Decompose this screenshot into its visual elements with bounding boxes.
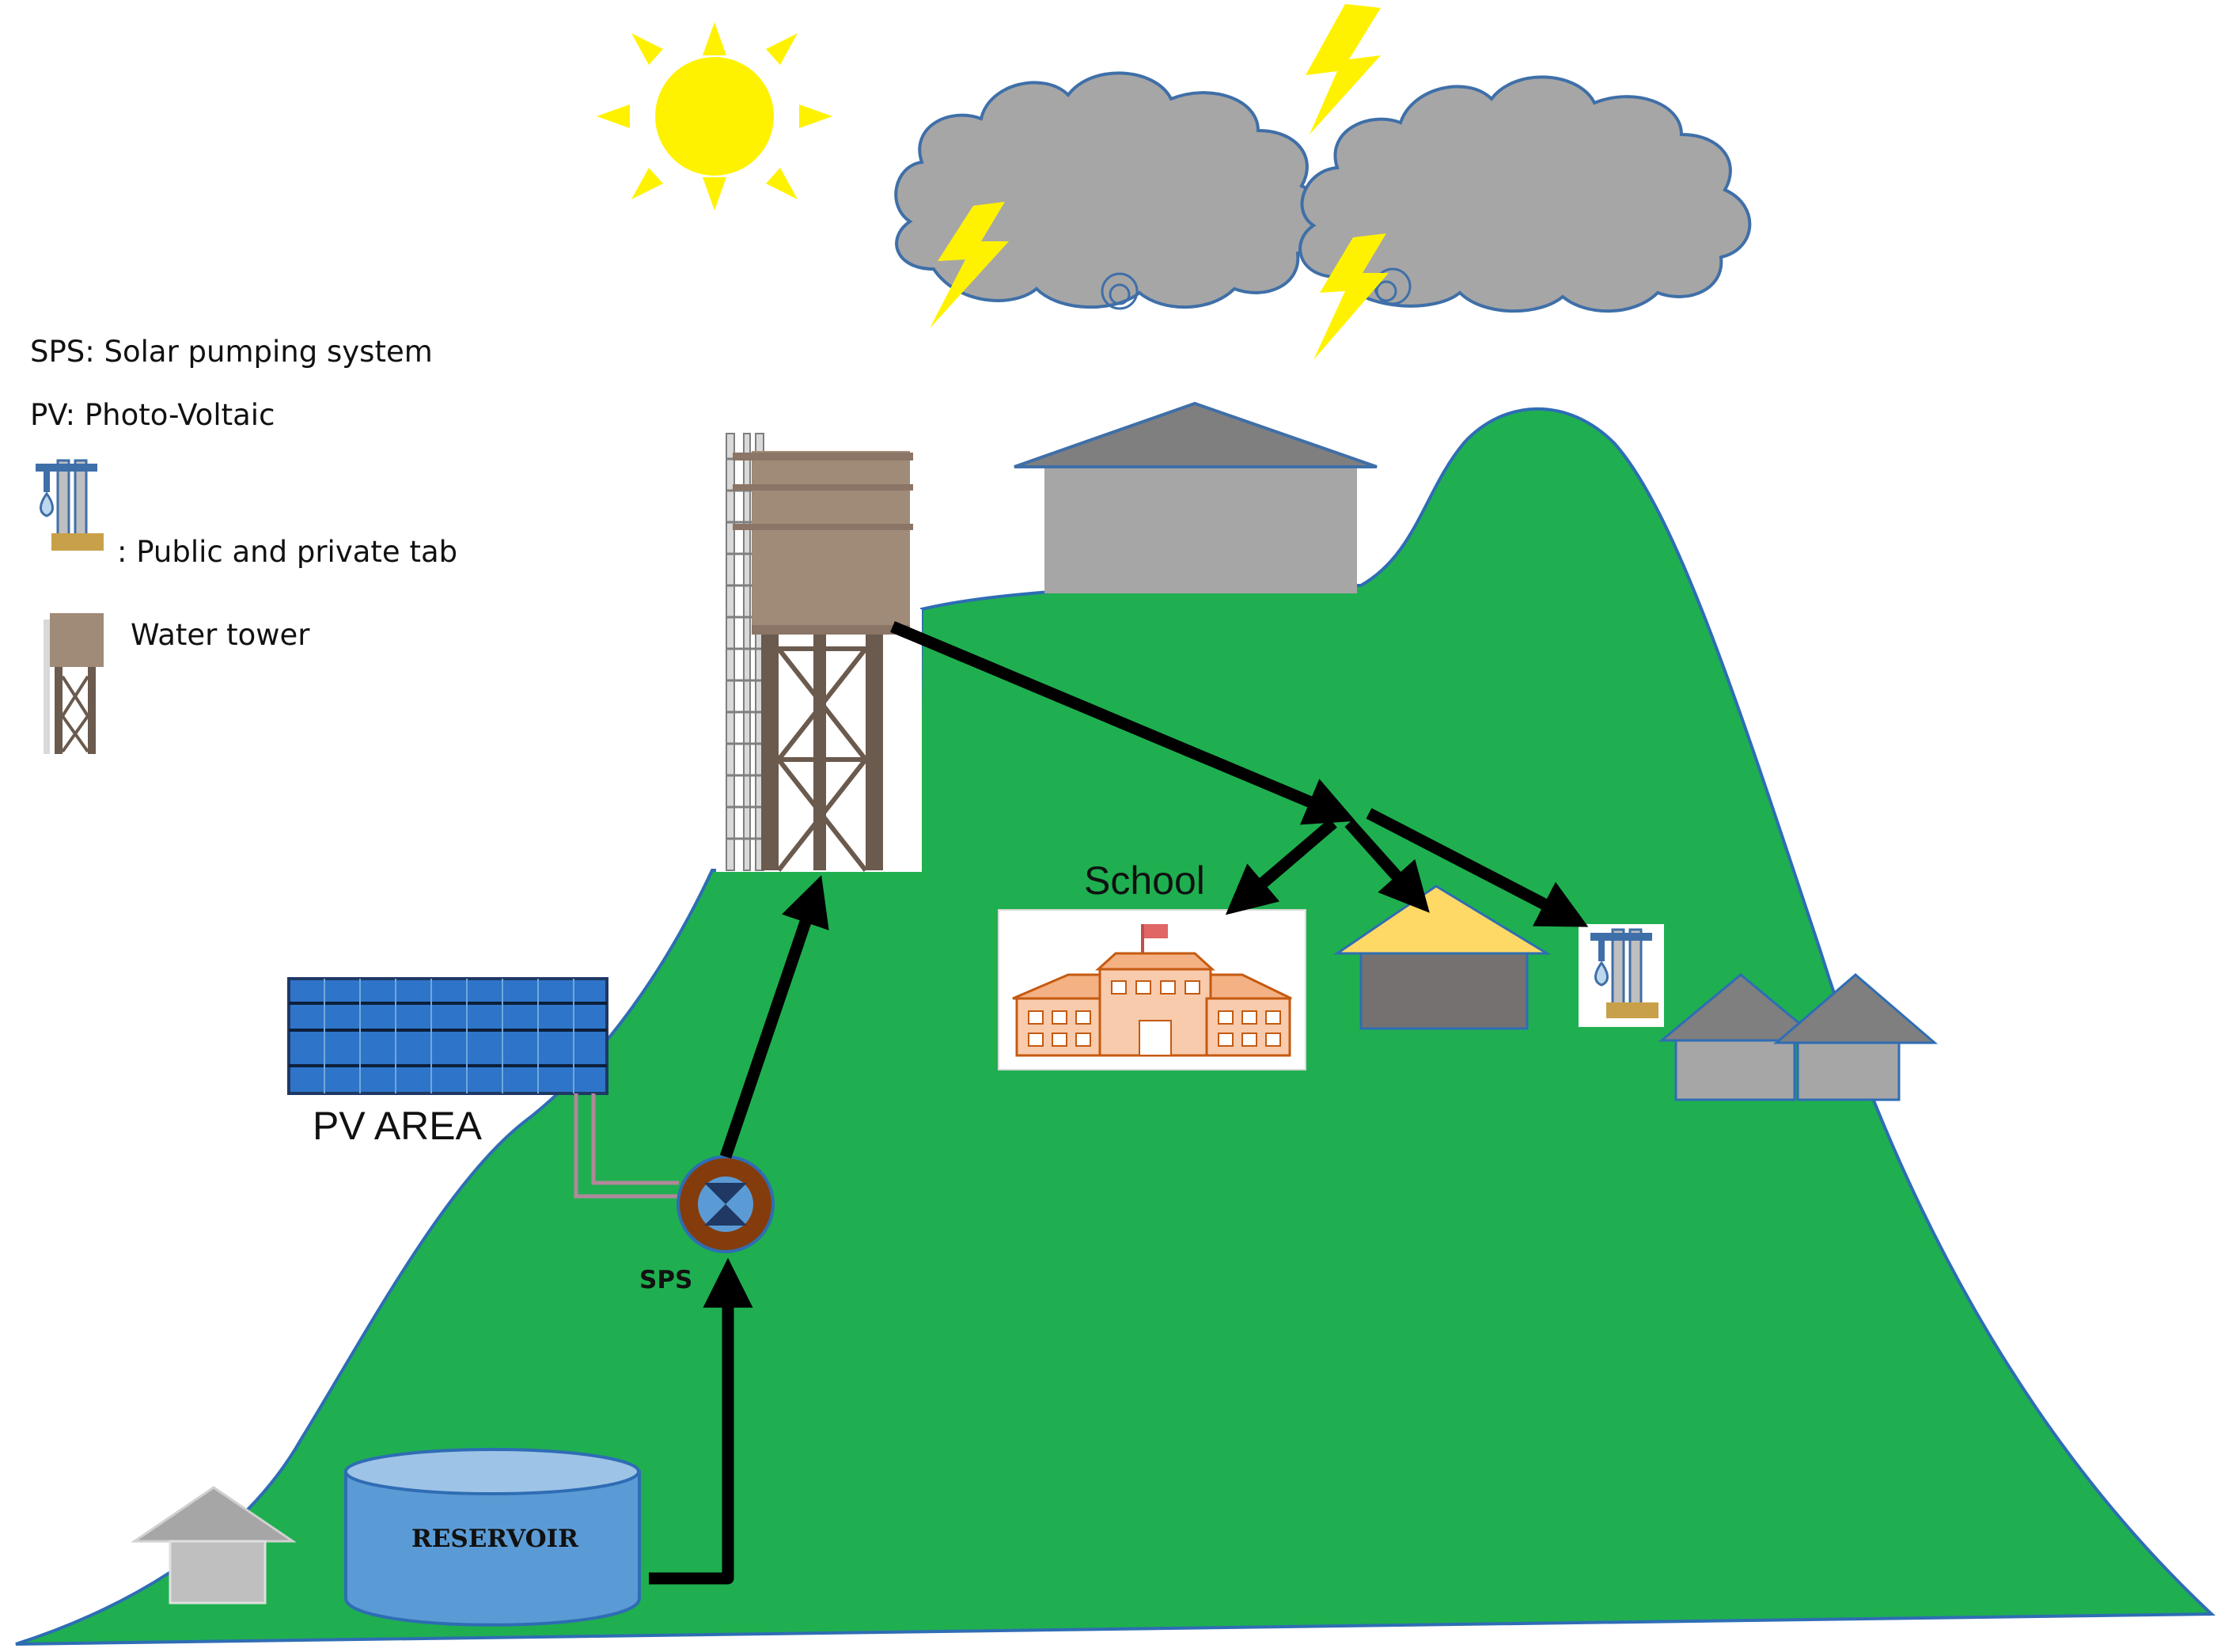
legend-sps: SPS: Solar pumping system: [30, 335, 433, 369]
flow-arrows: [649, 621, 1589, 1585]
legend-tower: Water tower: [131, 618, 310, 652]
arrow-junction-to-school: [1225, 818, 1337, 915]
house-icon: [1333, 885, 1552, 1030]
arrow-pump-to-tower: [719, 875, 829, 1159]
house-icon: [1772, 973, 1939, 1101]
legend-tab: : Public and private tab: [117, 535, 457, 569]
tap-icon: [1579, 924, 1664, 1027]
pv-cables: [574, 1093, 679, 1199]
tap-icon: [36, 459, 104, 551]
arrow-junction-to-tap: [1366, 808, 1589, 927]
arrow-reservoir-to-pump: [649, 1257, 753, 1585]
arrow-tower-to-junction: [890, 621, 1356, 825]
sps-label: SPS: [639, 1266, 692, 1294]
house-icon: [131, 1486, 297, 1605]
house-icon: [1014, 401, 1378, 593]
school-icon: [998, 909, 1306, 1070]
reservoir-icon: [344, 1448, 641, 1627]
solar-panel-icon: [287, 977, 608, 1095]
legend-pv: PV: Photo-Voltaic: [30, 398, 275, 432]
storm-cloud-icon: [894, 71, 1752, 313]
sun-icon: [597, 22, 832, 210]
reservoir-label: RESERVOIR: [411, 1525, 578, 1553]
water-tower-icon: [726, 433, 913, 872]
pv-area-label: PV AREA: [313, 1104, 483, 1148]
pump-icon: [677, 1155, 775, 1253]
water-tower-icon: [44, 613, 104, 754]
school-label: School: [1084, 858, 1205, 903]
house-icon: [1658, 973, 1824, 1101]
lightning-icon: [930, 4, 1389, 360]
arrow-junction-to-house: [1344, 818, 1430, 913]
